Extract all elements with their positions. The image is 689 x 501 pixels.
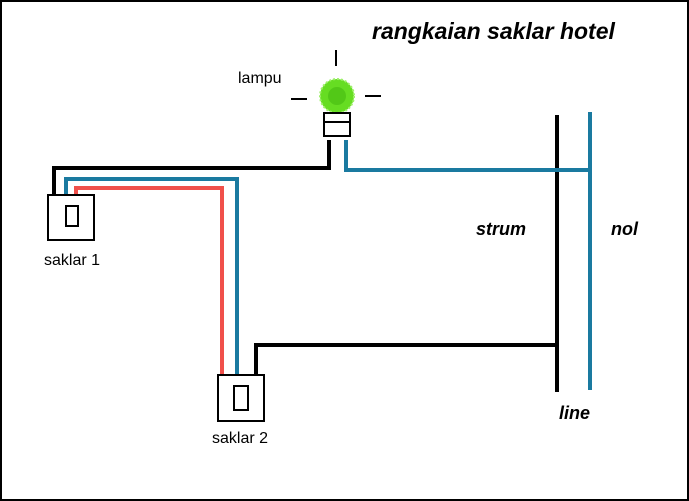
light-bulb-icon xyxy=(319,78,355,137)
switch2-icon xyxy=(217,374,265,422)
wire-lamp-to-nol xyxy=(344,140,590,172)
wire-traveler-red xyxy=(74,186,224,375)
switch1-icon xyxy=(47,194,95,241)
line-label: line xyxy=(559,403,591,423)
wire-switch2-to-strum xyxy=(254,343,557,375)
nol-label: nol xyxy=(611,219,638,239)
switch1-label: saklar 1 xyxy=(44,252,101,269)
wire-lamp-to-switch1 xyxy=(52,140,331,195)
strum-label: strum xyxy=(476,219,527,239)
lamp-label: lampu xyxy=(238,70,282,87)
switch2-label: saklar 2 xyxy=(212,430,269,447)
diagram-title: rangkaian saklar hotel xyxy=(372,18,615,44)
wire-traveler-blue xyxy=(64,177,239,375)
